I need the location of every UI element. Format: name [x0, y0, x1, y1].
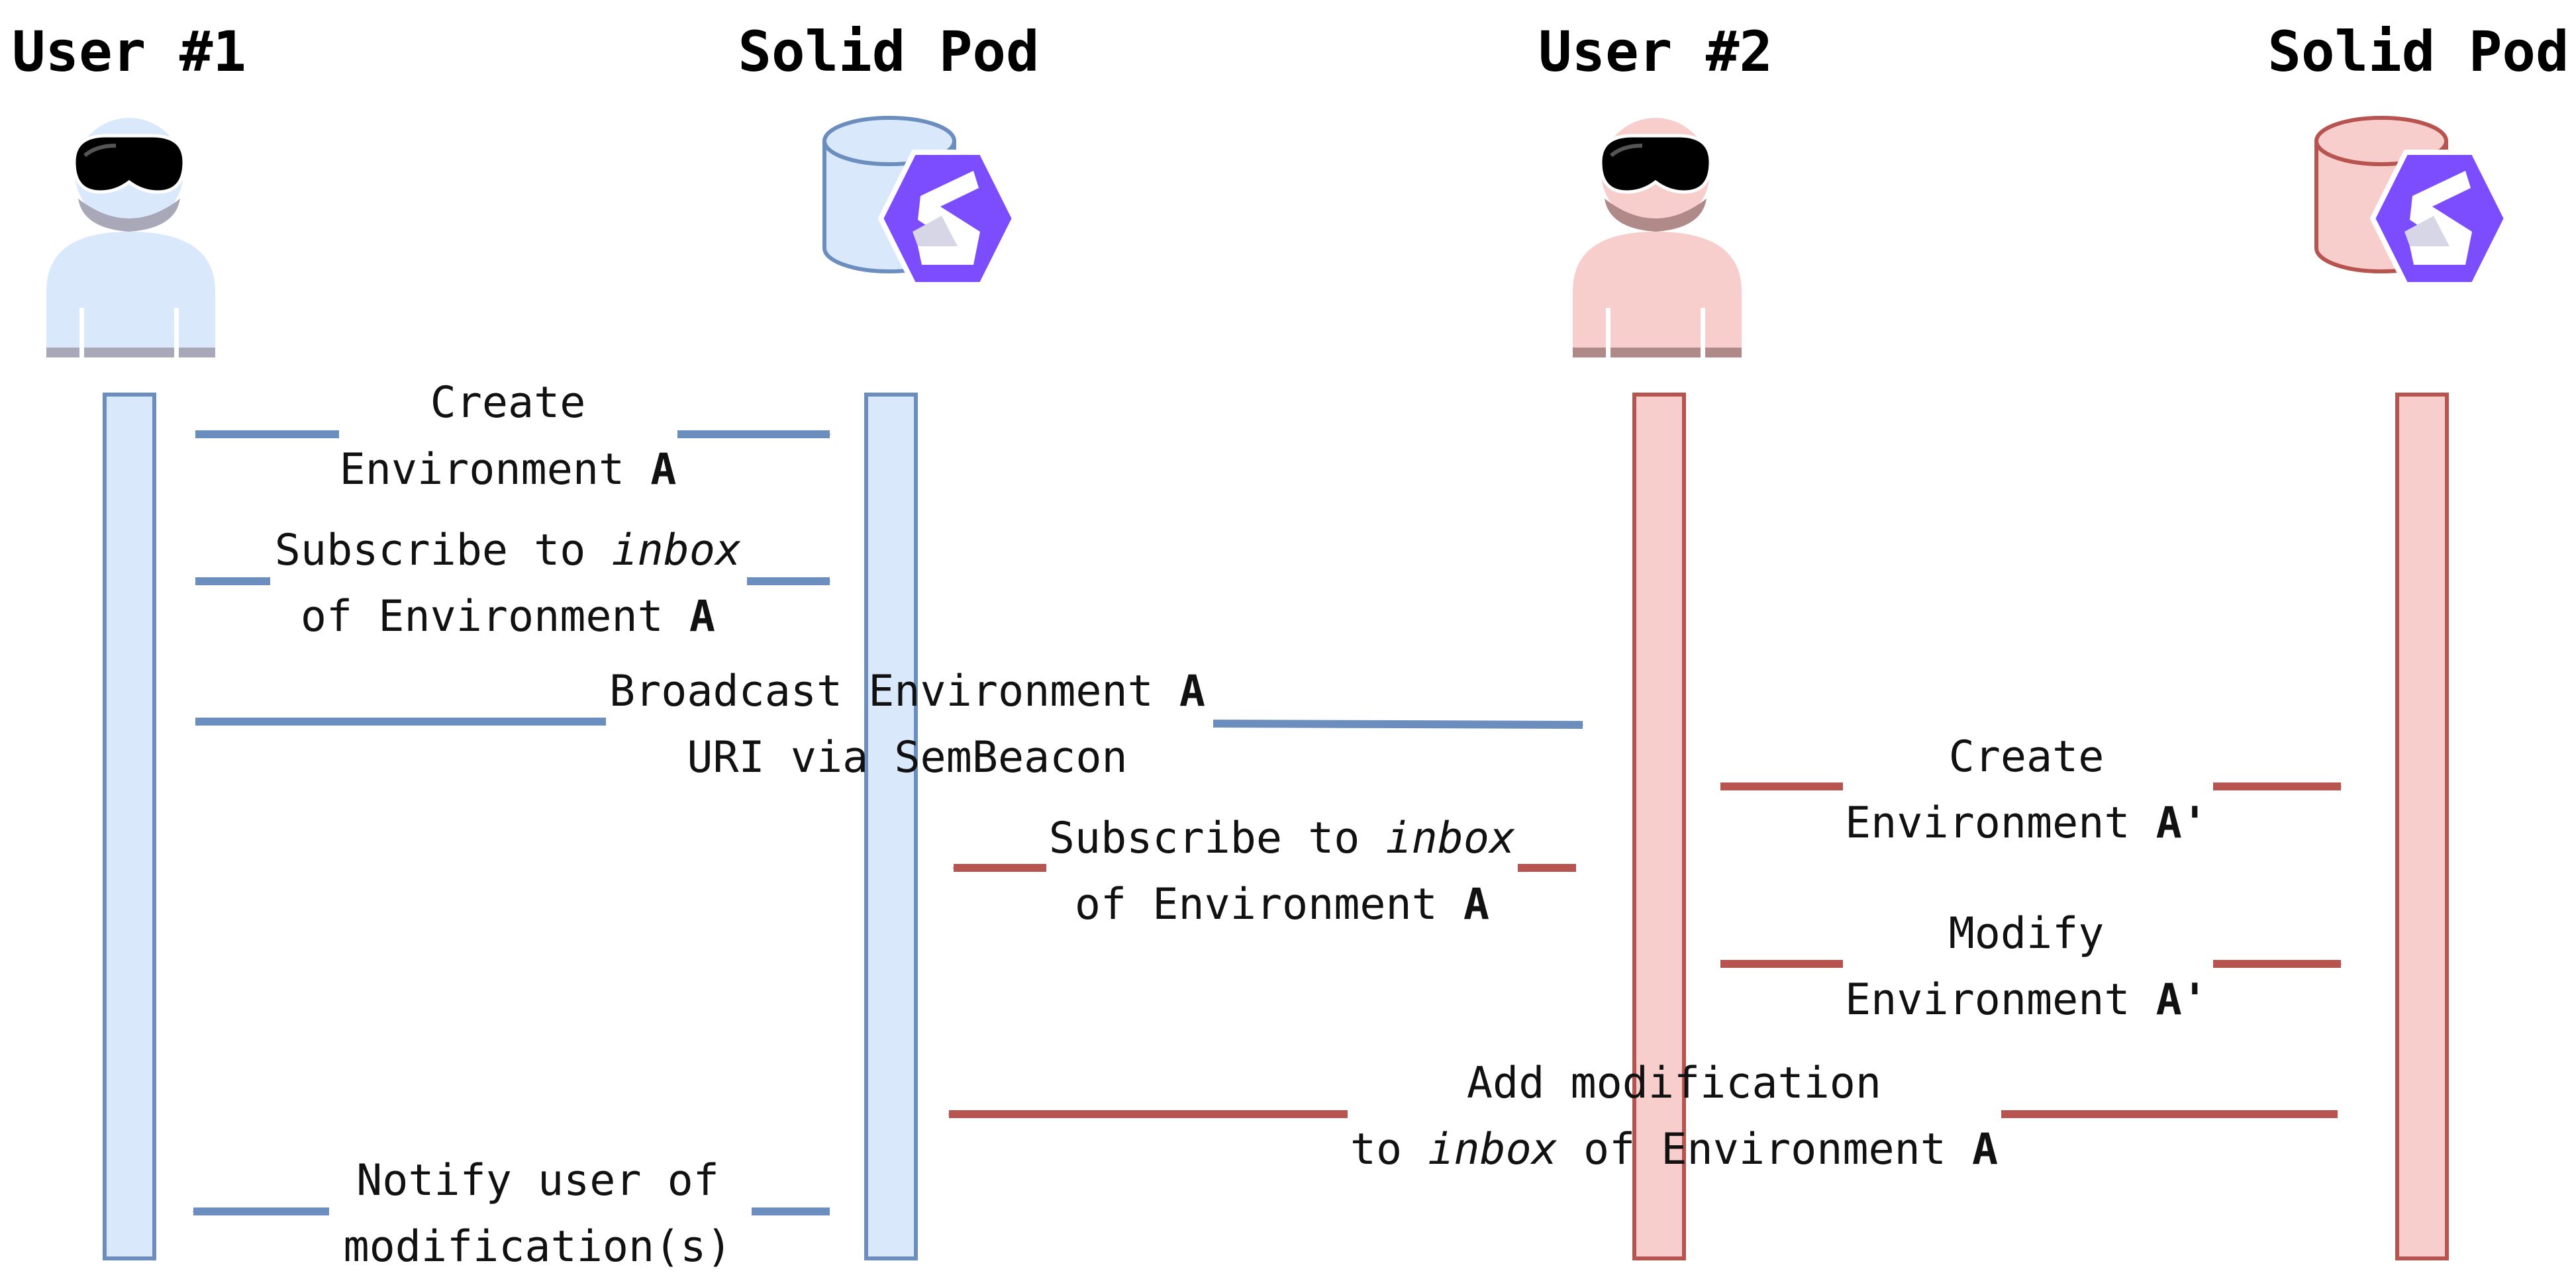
lifeline-user-2 [1632, 393, 1686, 1260]
message-label: modification(s) [344, 1222, 732, 1272]
message-label: Create [1949, 732, 2105, 782]
user-headset-icon [1573, 118, 1742, 357]
message-broadcast-sembeacon: Broadcast Environment A URI via SemBeaco… [195, 667, 1584, 782]
message-notify-user: Notify user of modification(s) [192, 1156, 830, 1272]
solid-pod-icon [822, 116, 1017, 287]
message-label: Add modification [1467, 1059, 1881, 1108]
message-label: Modify [1949, 909, 2105, 959]
message-label: of Environment A [1075, 880, 1489, 929]
message-label: Broadcast Environment A [609, 667, 1205, 716]
message-modify-environment-a-prime: Modify Environment A' [1720, 909, 2342, 1025]
message-label: of Environment A [301, 592, 715, 641]
message-subscribe-inbox-2: Subscribe to inbox of Environment A [952, 814, 1576, 929]
message-add-modification: Add modification to inbox of Environment… [948, 1059, 2338, 1174]
message-label: Subscribe to inbox [1049, 814, 1515, 863]
actor-title-solid-pod-2: Solid Pod [2267, 19, 2569, 84]
message-label: to inbox of Environment A [1350, 1125, 1998, 1174]
message-create-environment-a: Create Environment A [195, 378, 831, 495]
solid-pod-icon [2314, 116, 2509, 287]
message-label: Create [430, 378, 586, 428]
user-headset-icon [46, 118, 215, 357]
message-create-environment-a-prime: Create Environment A' [1720, 732, 2342, 848]
message-label: URI via SemBeacon [687, 733, 1127, 782]
message-label: Notify user of [356, 1156, 719, 1206]
message-subscribe-inbox-1: Subscribe to inbox of Environment A [195, 526, 831, 641]
message-label: Environment A' [1845, 975, 2208, 1025]
message-label: Subscribe to inbox [275, 526, 741, 575]
lifeline-solid-pod-1 [864, 393, 918, 1260]
lifeline-solid-pod-2 [2395, 393, 2449, 1260]
message-label: Environment A [340, 445, 677, 495]
message-label: Environment A' [1845, 798, 2208, 848]
actor-title-user-2: User #2 [1538, 19, 1773, 84]
lifeline-user-1 [103, 393, 156, 1260]
actor-title-user-1: User #1 [12, 19, 246, 84]
actor-title-solid-pod-1: Solid Pod [738, 19, 1039, 84]
